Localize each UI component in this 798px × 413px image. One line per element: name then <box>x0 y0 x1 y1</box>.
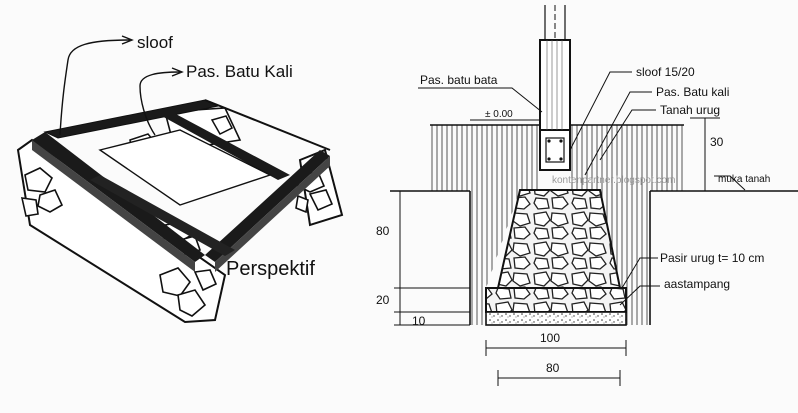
dim-80: 80 <box>376 224 390 238</box>
label-aanstamping: aastampang <box>664 277 730 291</box>
label-ground-level: muka tanah <box>718 174 770 185</box>
stone-masonry <box>496 189 622 289</box>
dim-20: 20 <box>376 293 390 307</box>
leader-lines <box>418 71 746 306</box>
aanstamping-layer <box>485 287 627 313</box>
sand-layer <box>485 311 627 326</box>
label-stone-masonry: Pas. Batu kali <box>656 85 729 99</box>
perspective-view: sloof Pas. Batu Kali Perspektif <box>16 33 344 324</box>
sloof-beams <box>32 99 331 272</box>
sloof-block <box>539 129 571 171</box>
stone-leader <box>139 71 181 136</box>
dim-horizontal <box>485 340 627 386</box>
dim-80-bottom: 80 <box>546 361 560 375</box>
label-brick: Pas. batu bata <box>420 73 498 87</box>
trench-hatch-left <box>430 190 540 325</box>
label-backfill: Tanah urug <box>660 103 720 117</box>
sloof-leader <box>59 39 131 136</box>
label-sloof: sloof <box>137 33 173 52</box>
backfill-right <box>570 125 684 191</box>
dim-100: 100 <box>540 331 560 345</box>
label-sand: Pasir urug t= 10 cm <box>660 251 764 265</box>
backfill-left <box>430 125 540 191</box>
label-stone: Pas. Batu Kali <box>186 62 293 81</box>
section-view: ± 0.00 80 20 10 30 100 80 <box>376 5 798 386</box>
level-marker: ± 0.00 <box>485 109 513 120</box>
perspective-title: Perspektif <box>226 258 315 280</box>
dim-10: 10 <box>412 314 426 328</box>
watermark: kontenpartner.blogspot.com <box>552 175 675 186</box>
dim-vertical-right <box>690 117 720 191</box>
label-sloof-size: sloof 15/20 <box>636 65 695 79</box>
trench-hatch-right <box>570 190 684 325</box>
dim-30: 30 <box>710 135 724 149</box>
dim-vertical-left <box>394 190 470 326</box>
